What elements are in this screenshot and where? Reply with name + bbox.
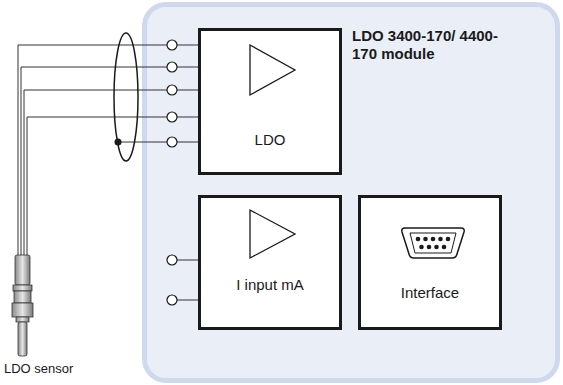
function-box: LDO xyxy=(198,28,342,175)
part-label: LDO sensor xyxy=(4,360,73,378)
function-box: I input mA xyxy=(198,195,342,330)
box-label: LDO xyxy=(201,131,339,149)
module-panel: LDO 3400-170/ 4400-170 module LDO I inpu… xyxy=(142,2,560,383)
connector-icon xyxy=(361,198,499,327)
amplifier-symbol xyxy=(201,31,339,172)
shield-symbol xyxy=(114,33,138,161)
sensor-drawing xyxy=(12,255,33,356)
shield-dot xyxy=(115,139,122,146)
terminals xyxy=(167,40,177,305)
box-label: I input mA xyxy=(230,276,310,294)
module-title: LDO 3400-170/ 4400-170 module xyxy=(352,27,522,63)
box-label: Interface xyxy=(361,284,499,302)
function-box: Interface xyxy=(358,195,502,330)
amplifier-symbol xyxy=(201,198,339,327)
